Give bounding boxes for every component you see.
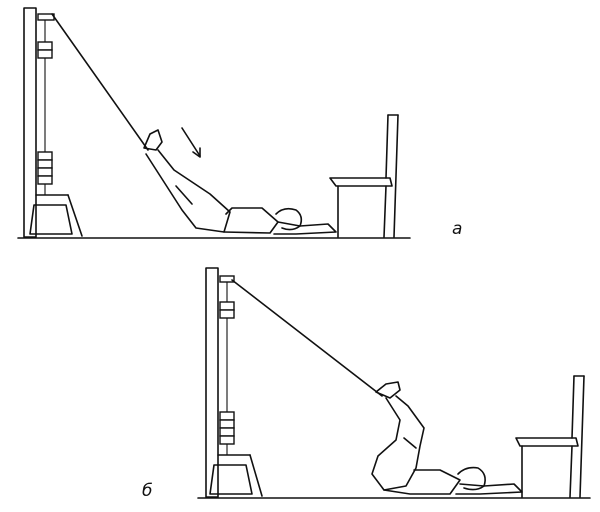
legs-a: [145, 149, 231, 233]
knee-line-b: [403, 437, 417, 449]
panel-a: а: [17, 7, 462, 239]
weight-plate-b6: [219, 435, 235, 445]
chair-leg-rear-b: [569, 445, 573, 498]
weight-plate-a4: [37, 159, 53, 169]
machine-base-a: [29, 204, 73, 235]
machine-brace-b: [249, 454, 263, 497]
weight-plate-a3: [37, 151, 53, 161]
cable-machine-b: [205, 267, 263, 498]
chair-b: [515, 375, 585, 498]
panel-b: б: [142, 267, 591, 501]
chair-back-inner-b: [571, 375, 575, 439]
weight-plate-b5: [219, 427, 235, 437]
chair-seat-b: [515, 437, 579, 447]
chair-leg-rear-a: [383, 185, 387, 238]
weight-plate-a5: [37, 167, 53, 177]
chair-a: [329, 114, 399, 238]
weight-plate-b4: [219, 419, 235, 429]
machine-post-b: [205, 267, 219, 498]
cable-b: [231, 279, 383, 397]
panel-label-a: а: [452, 219, 462, 239]
head-b: [457, 466, 486, 491]
weight-plate-a6: [37, 175, 53, 185]
cable-a: [51, 13, 149, 151]
machine-base-b: [209, 464, 253, 495]
legs-b: [371, 395, 425, 491]
weight-plate-b1: [219, 301, 235, 311]
machine-brace-a: [67, 194, 83, 237]
arrow-down-right-icon: [181, 127, 201, 158]
weight-plate-b2: [219, 309, 235, 319]
chair-back-inner-a: [385, 114, 389, 179]
weight-plate-b3: [219, 411, 235, 421]
pulley-top-a: [37, 13, 55, 21]
person-a: [143, 129, 337, 235]
chair-back-outer-a: [393, 114, 399, 238]
chair-seat-a: [329, 177, 393, 187]
torso-a: [223, 207, 279, 234]
knee-line-a: [175, 185, 193, 205]
arms-b: [455, 483, 523, 495]
panel-label-b: б: [142, 481, 152, 501]
arms-a: [273, 221, 337, 235]
head-a: [275, 207, 303, 231]
machine-post-a: [23, 7, 37, 238]
foot-b: [375, 381, 401, 399]
pulley-top-b: [219, 275, 235, 283]
weight-plate-a2: [37, 49, 53, 59]
weight-plate-a1: [37, 41, 53, 51]
foot-a: [143, 129, 163, 151]
chair-back-outer-b: [579, 375, 585, 498]
cable-machine-a: [23, 7, 83, 238]
person-b: [371, 381, 523, 495]
torso-b: [383, 469, 461, 495]
